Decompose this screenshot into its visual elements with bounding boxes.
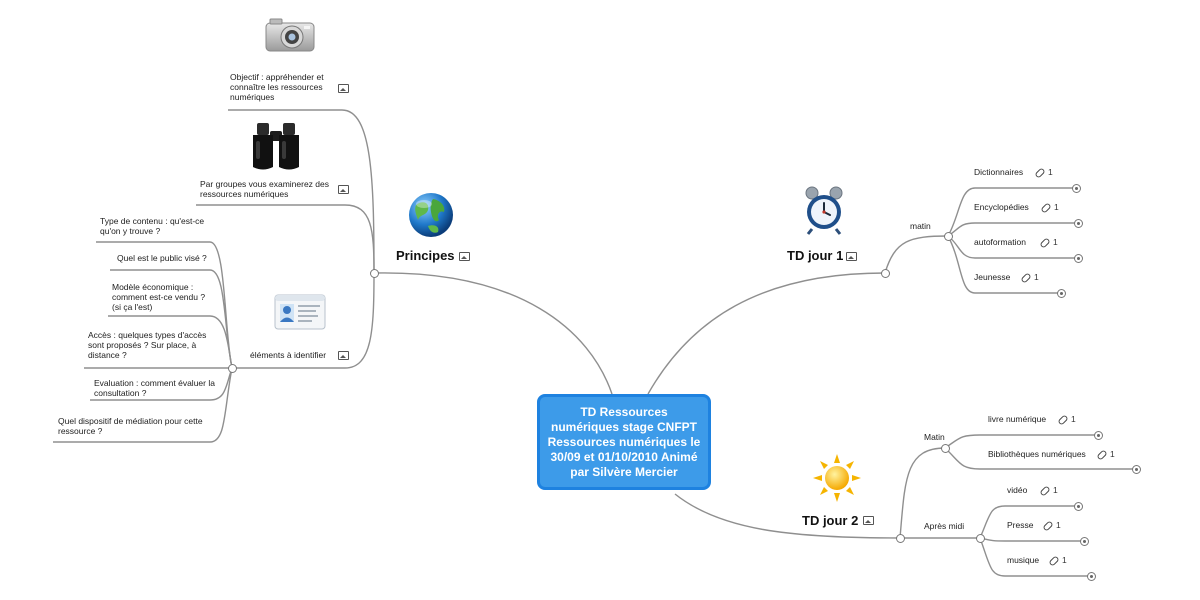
node-jour1-matin[interactable]: matin [910,221,931,231]
link-icon [1039,485,1051,497]
jour2-apresmidi-collapse-knob[interactable] [976,534,985,543]
connector-item-5 [90,367,233,401]
image-attachment-icon[interactable] [338,351,349,360]
connector-matin-ency [947,222,1078,237]
link-count-badge[interactable]: 1 [1057,414,1076,426]
connector-matin-biblio [944,447,1136,470]
contact-card-icon [274,294,326,330]
connector-am-musique [979,537,1091,577]
connector-central-principes [373,272,613,395]
image-attachment-icon[interactable] [338,84,349,93]
expand-knob[interactable] [1087,572,1096,581]
link-count-badge[interactable]: 1 [1034,167,1053,179]
list-item[interactable]: Accès : quelques types d'accès sont prop… [88,330,207,360]
sun-icon [813,454,861,502]
image-attachment-icon[interactable] [459,252,470,261]
list-item[interactable]: autoformation [974,237,1026,247]
list-item[interactable]: Modèle économique : comment est-ce vendu… [112,282,206,312]
expand-knob[interactable] [1080,537,1089,546]
list-item[interactable]: vidéo [1007,485,1028,495]
list-item[interactable]: musique [1007,555,1040,565]
image-attachment-icon[interactable] [846,252,857,261]
list-item[interactable]: Encyclopédies [974,202,1029,212]
central-topic[interactable]: TD Ressources numériques stage CNFPT Res… [537,394,711,490]
link-count-badge[interactable]: 1 [1039,485,1058,497]
image-attachment-icon[interactable] [338,185,349,194]
link-icon [1039,237,1051,249]
connector-elements [232,272,375,369]
jour2-matin-collapse-knob[interactable] [941,444,950,453]
connector-am-video [979,505,1078,539]
elements-collapse-knob[interactable] [228,364,237,373]
connector-groupes [196,204,375,274]
link-icon [1020,272,1032,284]
link-icon [1096,449,1108,461]
list-item[interactable]: livre numérique [988,414,1047,424]
link-count-badge[interactable]: 1 [1096,449,1115,461]
list-item[interactable]: Bibliothèques numériques [988,449,1086,459]
expand-knob[interactable] [1057,289,1066,298]
list-item[interactable]: Type de contenu : qu'est-ce qu'on y trou… [100,216,205,236]
branch-principes-title[interactable]: Principes [396,248,455,263]
globe-icon [409,193,453,237]
alarm-clock-icon [805,186,843,235]
connector-jour2-matin [899,447,946,539]
link-count-badge[interactable]: 1 [1040,202,1059,214]
link-icon [1042,520,1054,532]
link-icon [1057,414,1069,426]
branch-jour1-title[interactable]: TD jour 1 [787,248,844,263]
expand-knob[interactable] [1072,184,1081,193]
connector-central-jour1 [647,272,886,395]
node-jour2-matin[interactable]: Matin [924,432,945,442]
link-count-badge[interactable]: 1 [1039,237,1058,249]
connector-matin-dict [947,187,1076,237]
node-elements[interactable]: éléments à identifier [250,350,327,360]
list-item[interactable]: Presse [1007,520,1034,530]
connector-item-3 [108,315,233,369]
connector-matin-livre [944,434,1098,449]
jour1-matin-collapse-knob[interactable] [944,232,953,241]
list-item[interactable]: Quel dispositif de médiation pour cette … [58,416,203,436]
connector-objectif [228,109,375,274]
node-groupes[interactable]: Par groupes vous examinerez des ressourc… [200,179,329,199]
binoculars-icon [253,123,299,170]
link-icon [1034,167,1046,179]
expand-knob[interactable] [1074,502,1083,511]
connector-item-6 [53,367,233,443]
expand-knob[interactable] [1074,219,1083,228]
list-item[interactable]: Quel est le public visé ? [117,253,207,263]
link-count-badge[interactable]: 1 [1048,555,1067,567]
principes-collapse-knob[interactable] [370,269,379,278]
list-item[interactable]: Dictionnaires [974,167,1024,177]
node-jour2-apresmidi[interactable]: Après midi [924,521,965,531]
connector-jour1-matin [884,235,949,274]
connector-matin-jeun [947,235,1061,294]
connector-am-presse [979,537,1084,542]
camera-icon [265,18,315,52]
link-icon [1048,555,1060,567]
expand-knob[interactable] [1132,465,1141,474]
link-icon [1040,202,1052,214]
connector-central-jour2 [674,493,901,539]
link-count-badge[interactable]: 1 [1042,520,1061,532]
jour2-collapse-knob[interactable] [896,534,905,543]
node-objectif[interactable]: Objectif : appréhender et connaître les … [230,72,324,102]
branch-jour2-title[interactable]: TD jour 2 [802,513,859,528]
list-item[interactable]: Jeunesse [974,272,1011,282]
expand-knob[interactable] [1074,254,1083,263]
link-count-badge[interactable]: 1 [1020,272,1039,284]
image-attachment-icon[interactable] [863,516,874,525]
jour1-collapse-knob[interactable] [881,269,890,278]
expand-knob[interactable] [1094,431,1103,440]
list-item[interactable]: Evaluation : comment évaluer la consulta… [94,378,215,398]
central-topic-text: TD Ressources numériques stage CNFPT Res… [547,404,701,479]
